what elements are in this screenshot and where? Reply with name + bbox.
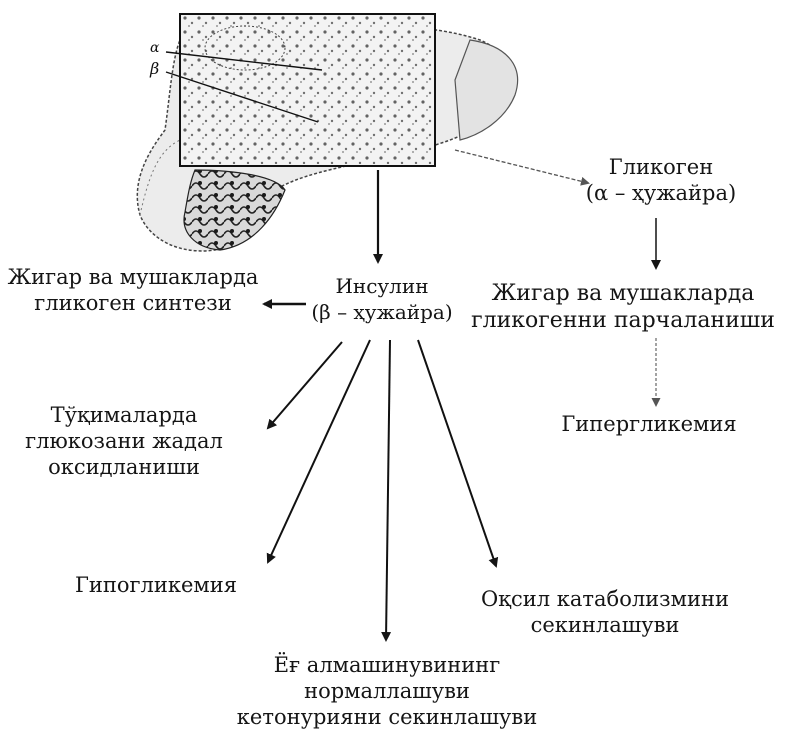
arrow-insulin-to-fat-metabolism	[386, 340, 390, 640]
alpha-label: α	[150, 40, 160, 56]
arrow-insulin-to-tissues	[268, 342, 342, 428]
liver-breakdown-node: Жигар ва мушакларда гликогенни парчалани…	[465, 280, 781, 334]
arrow-insulin-to-hypoglycemia	[268, 340, 370, 562]
fat-metabolism-node: Ёғ алмашинувининг нормаллашуви кетонурия…	[212, 652, 562, 730]
liver-synthesis-node: Жигар ва мушакларда гликоген синтези	[6, 264, 260, 316]
protein-catabolism-node: Оқсил катаболизмини секинлашуви	[465, 586, 745, 638]
hypoglycemia-node: Гипогликемия	[56, 572, 256, 598]
arrows	[264, 150, 656, 640]
arrow-insulin-to-protein	[418, 340, 496, 566]
glucagon-node: Гликоген (α – ҳужайра)	[575, 154, 747, 206]
hyperglycemia-node: Гипергликемия	[545, 411, 753, 437]
insulin-node: Инсулин (β – ҳужайра)	[304, 273, 460, 325]
pancreas-tail	[455, 40, 518, 140]
pancreas-illustration: α β	[137, 14, 517, 251]
arrow-pancreas-to-glucagon	[455, 150, 588, 183]
pancreas-head-lobes	[184, 170, 285, 250]
beta-label: β	[149, 59, 159, 78]
tissue-oxidation-node: Тўқималарда глюкозани жадал оксидланиши	[8, 402, 240, 480]
